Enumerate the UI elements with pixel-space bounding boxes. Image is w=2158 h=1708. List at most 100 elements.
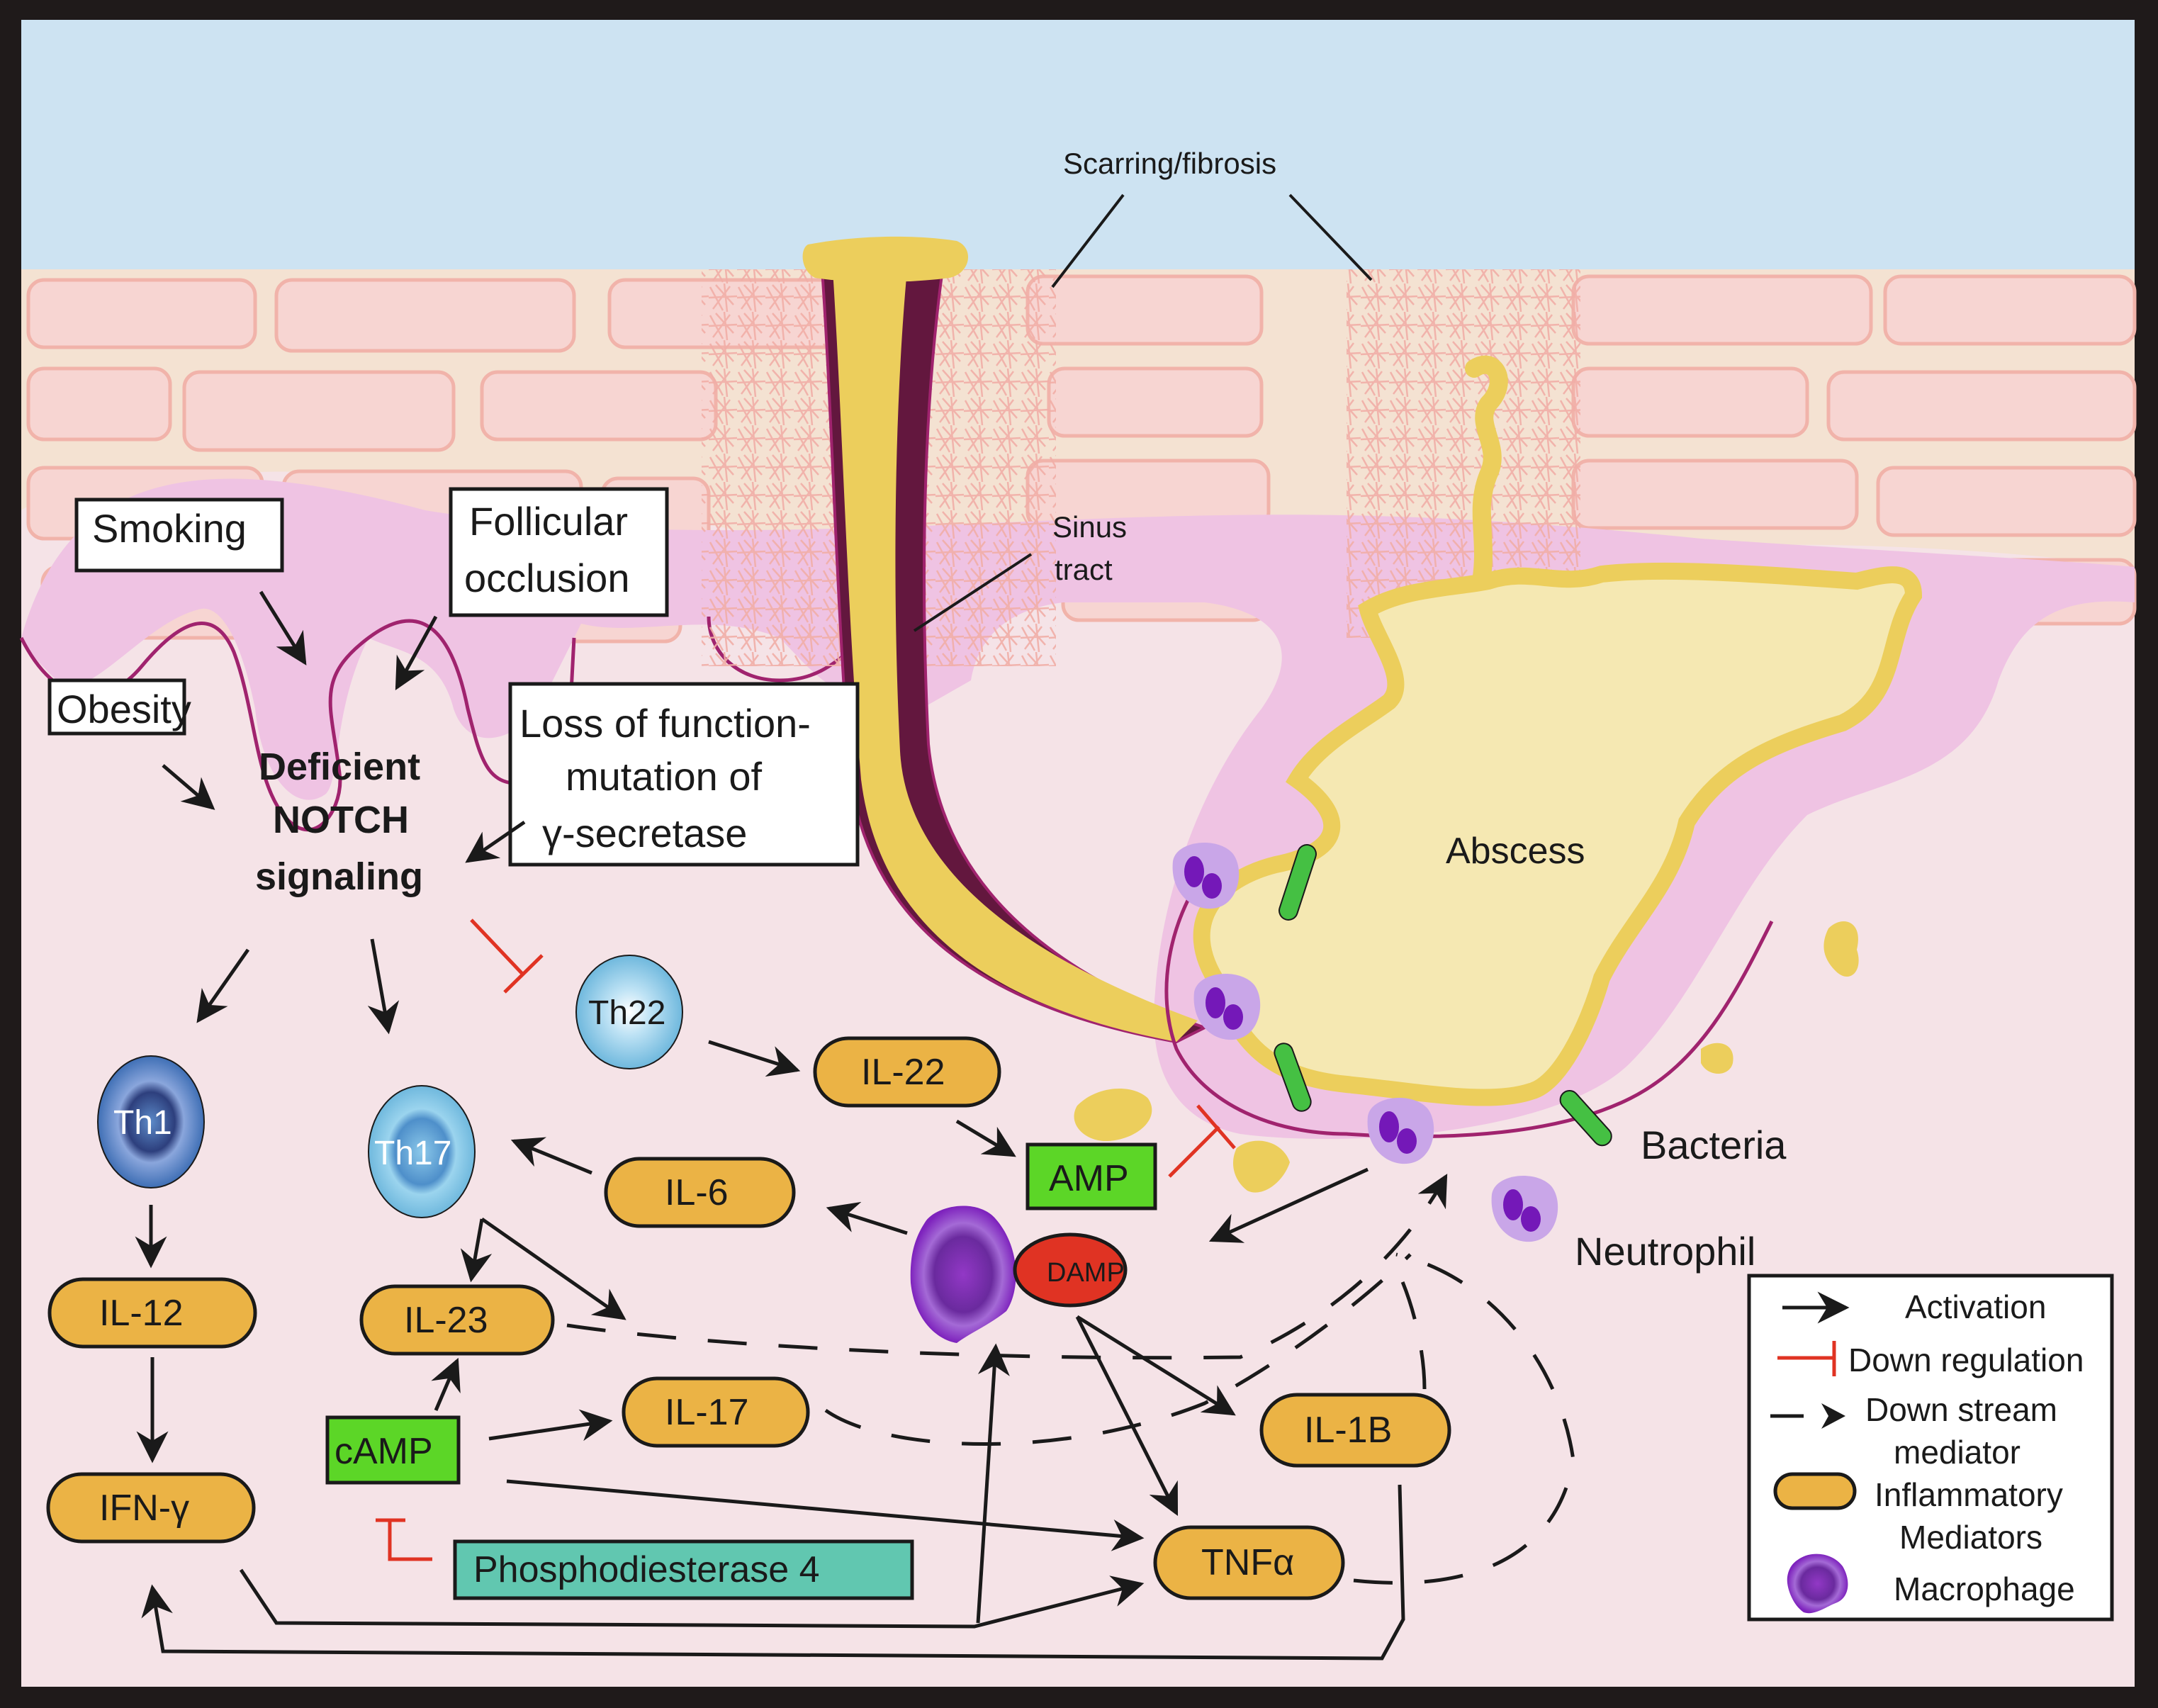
inhibition-lines (376, 918, 1236, 1561)
follicular-label-line1: Follicular (469, 499, 628, 544)
arrow-il22-amp (955, 1119, 1016, 1157)
arrow-camp-tnfa (506, 1479, 1145, 1551)
neutrophil-cells (1172, 842, 1558, 1242)
sinus-label-line2: tract (1055, 553, 1113, 586)
legend-downstream-label-line1: Down stream (1865, 1391, 2057, 1428)
arrow-damp-tnfa (1075, 1315, 1179, 1517)
gamma-label-line2: mutation of (566, 754, 762, 799)
sinus-pointer (913, 553, 1033, 632)
arrow-il6-th17 (510, 1137, 592, 1175)
gamma-label-line3: γ-secretase (542, 811, 747, 855)
scarring-label: Scarring/fibrosis (1063, 147, 1276, 180)
pde4-box: Phosphodiesterase 4 (453, 1539, 914, 1600)
arrow-notch-th17 (367, 938, 400, 1035)
amp-label: AMP (1049, 1158, 1129, 1199)
il22-label: IL-22 (861, 1052, 945, 1093)
arrow-damp-il1b (1076, 1315, 1236, 1416)
legend-inflammatory-icon (1773, 1472, 1857, 1510)
il1b-label: IL-1B (1304, 1410, 1392, 1451)
th22-label: Th22 (588, 994, 665, 1032)
cytokine-il23: IL-23 (359, 1284, 555, 1356)
neutrophil-icon (1172, 842, 1240, 909)
arrow-il1b-ifng (141, 1484, 1405, 1661)
th17-label: Th17 (374, 1135, 451, 1172)
bacteria-icon (1274, 1043, 1312, 1112)
cytokine-ifng: IFN-γ (46, 1472, 256, 1544)
risk-gamma-secretase: Loss of function- mutation of γ-secretas… (508, 682, 860, 867)
scarring-pointer-right (1288, 193, 1373, 281)
neutrophil-label: Neutrophil (1575, 1229, 1755, 1274)
arrow-th17-il23 (460, 1218, 493, 1283)
th1-cell: Th1 (97, 1055, 205, 1189)
arrow-camp-il17 (488, 1409, 613, 1442)
notch-label-line1: Deficient (259, 746, 420, 788)
legend-inflammatory-label-line1: Inflammatory (1875, 1476, 2063, 1513)
th22-cell: Th22 (575, 955, 683, 1069)
arrow-obesity-notch (162, 764, 215, 810)
legend-inflammatory-label-line2: Mediators (1899, 1519, 2042, 1556)
arrow-ifng-tnfa (239, 1568, 1145, 1629)
arrow-notch-th1 (196, 948, 250, 1023)
deficient-notch-node: Deficient NOTCH signaling (255, 746, 423, 898)
neutrophil-icon (1491, 1175, 1558, 1242)
arrow-neutrophil-macrophage (1208, 1167, 1369, 1243)
ifng-label: IFN-γ (99, 1488, 189, 1529)
macrophage-cell (910, 1206, 1016, 1343)
th17-cell: Th17 (368, 1085, 476, 1218)
legend-macrophage-label: Macrophage (1894, 1571, 2075, 1607)
tnfa-label: TNFα (1201, 1542, 1294, 1583)
camp-box: cAMP (325, 1415, 461, 1485)
inhibit-pde4-camp (376, 1518, 432, 1561)
obesity-label: Obesity (57, 687, 191, 731)
damp-node: DAMP (1013, 1232, 1128, 1308)
sky-surface (21, 20, 2135, 269)
smoking-label: Smoking (92, 506, 247, 551)
notch-label-line3: signaling (255, 855, 423, 898)
arrow-smoking-notch (259, 590, 307, 665)
follicular-label-line2: occlusion (464, 556, 629, 600)
sinus-tract (802, 236, 1209, 1044)
neutrophil-icon (1193, 973, 1261, 1040)
pus-debris (1074, 921, 1859, 1193)
downstream-mediator-lines (566, 1174, 1575, 1585)
cytokine-il22: IL-22 (813, 1036, 1001, 1108)
arrow-follicular-notch (395, 615, 438, 690)
legend-down-regulation-label: Down regulation (1848, 1342, 2084, 1378)
dash-il23-abscess (566, 1174, 1448, 1360)
th1-label: Th1 (113, 1104, 172, 1142)
arrow-to-downstream-line (976, 1343, 1010, 1624)
scarring-pointer-left (1051, 193, 1125, 288)
risk-follicular-occlusion: Follicular occlusion (449, 487, 669, 617)
amp-box: AMP (1025, 1142, 1157, 1210)
notch-label-line2: NOTCH (273, 799, 409, 841)
neutrophil-icon (1367, 1097, 1434, 1164)
il23-label: IL-23 (404, 1300, 488, 1341)
scar-tissue (1465, 355, 1508, 647)
legend: Activation Down regulation Down stream m… (1747, 1274, 2114, 1622)
risk-smoking: Smoking (74, 498, 284, 573)
arrow-th17-downstream (481, 1217, 626, 1320)
inhibit-notch-th22 (470, 918, 544, 994)
pde4-label: Phosphodiesterase 4 (473, 1549, 820, 1590)
camp-label: cAMP (335, 1431, 433, 1472)
arrow-camp-il23 (431, 1357, 461, 1411)
abscess-label: Abscess (1446, 831, 1585, 872)
il12-label: IL-12 (99, 1293, 184, 1334)
cytokine-il17: IL-17 (622, 1376, 810, 1448)
arrow-th22-il22 (708, 1040, 801, 1077)
cytokine-il12: IL-12 (47, 1277, 257, 1349)
legend-downstream-label-line2: mediator (1894, 1434, 2021, 1471)
cytokine-tnfa: TNFα (1153, 1525, 1345, 1600)
sinus-label-line1: Sinus (1052, 510, 1127, 544)
arrow-macrophage-il6 (826, 1201, 908, 1235)
bacteria-icon (1559, 1089, 1612, 1147)
inhibit-amp-bacteria (1168, 1104, 1236, 1178)
il17-label: IL-17 (665, 1392, 749, 1433)
damp-label: DAMP (1047, 1258, 1125, 1288)
legend-down-regulation-icon (1777, 1341, 1836, 1376)
dash-il1b-abscess (1387, 1253, 1427, 1390)
arrow-gamma-notch (465, 820, 526, 863)
cytokine-il1b: IL-1B (1259, 1393, 1451, 1468)
bacteria-label: Bacteria (1641, 1123, 1787, 1167)
